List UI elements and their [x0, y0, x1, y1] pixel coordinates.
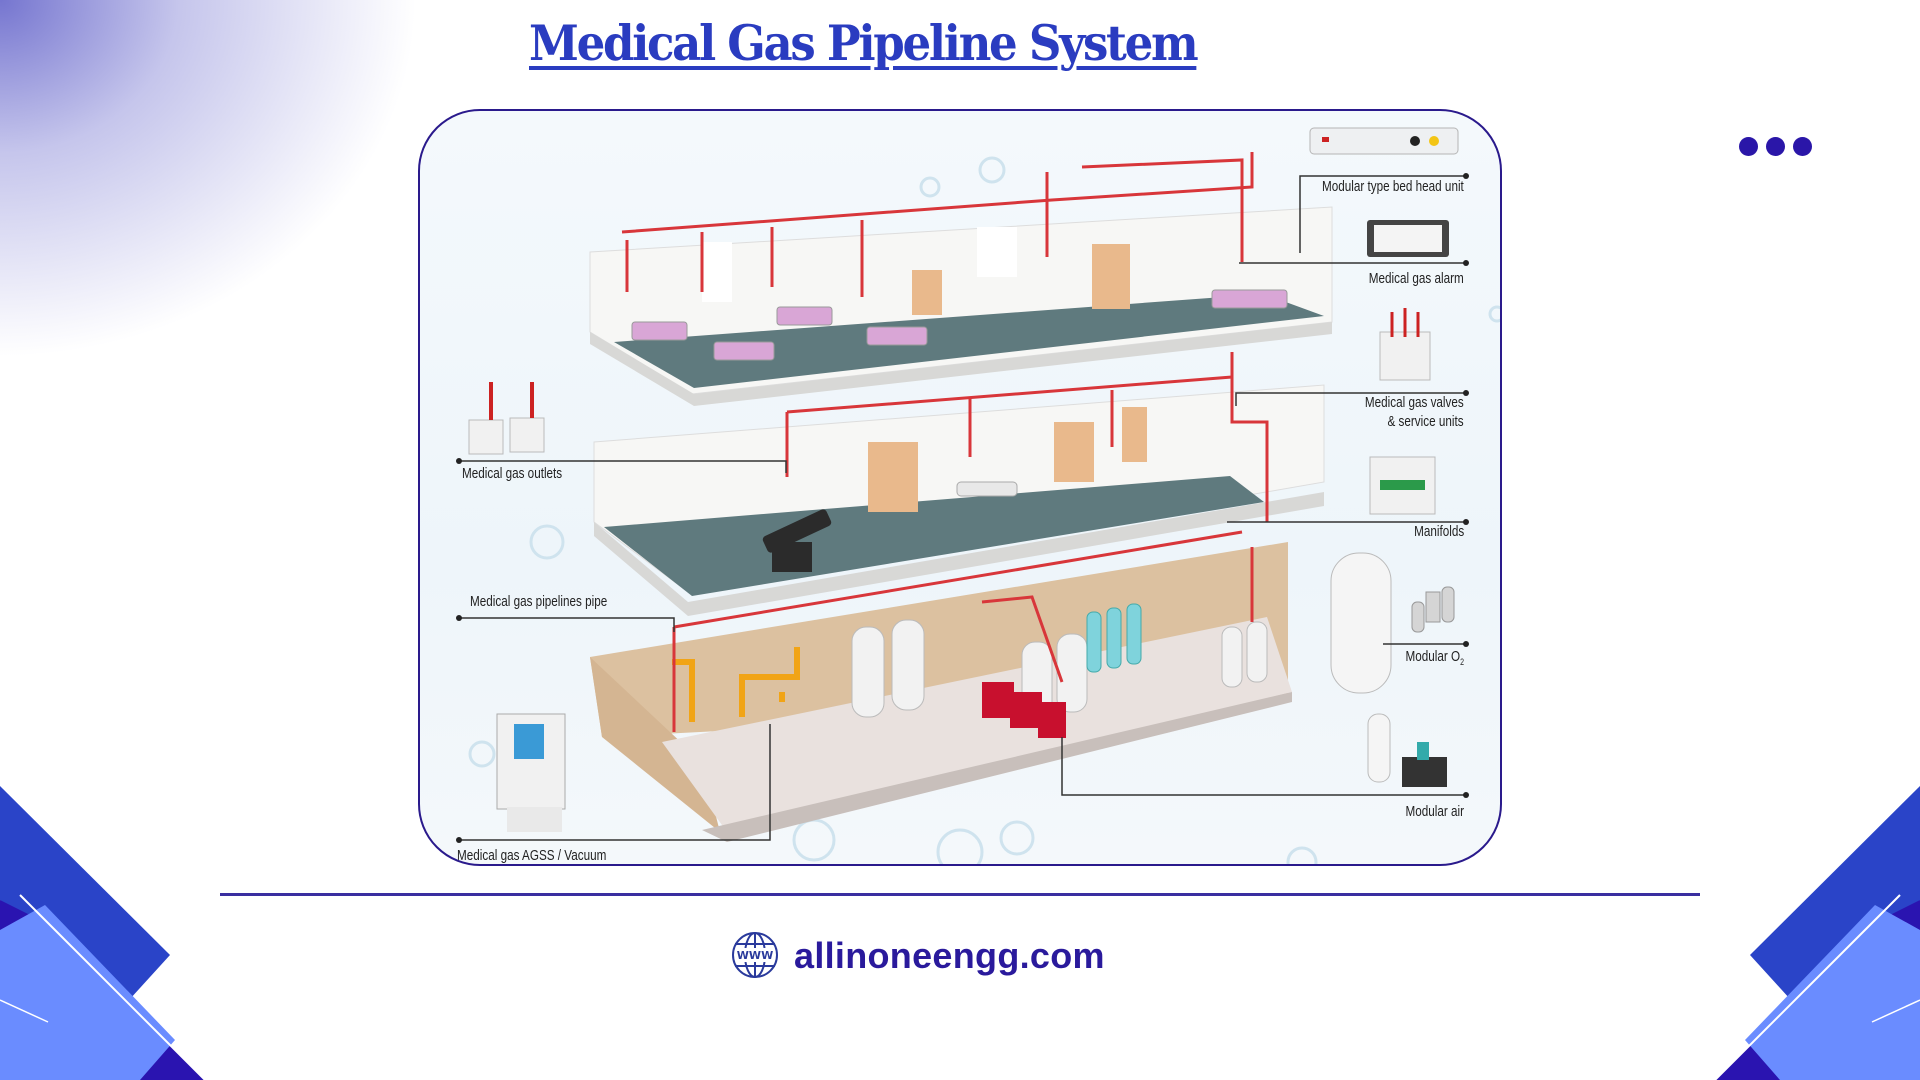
- device-images: [468, 127, 1459, 832]
- label-agss-vacuum: Medical gas AGSS / Vacuum: [457, 847, 607, 864]
- footer-website[interactable]: WWW allinoneengg.com: [730, 930, 1105, 982]
- label-gas-alarm: Medical gas alarm: [1369, 270, 1464, 287]
- o2-module-image: [1411, 586, 1455, 633]
- label-manifolds: Manifolds: [1413, 523, 1464, 540]
- more-options-button[interactable]: [1739, 137, 1812, 156]
- corner-gradient: [0, 0, 420, 360]
- air-module-image: [1367, 713, 1447, 787]
- label-modular-air: Modular air: [1405, 803, 1464, 820]
- outlets-image: [468, 382, 545, 455]
- globe-www-text: WWW: [737, 949, 773, 962]
- label-valves-line1: Medical gas valves: [1365, 394, 1464, 411]
- bed-head-unit-image: [1309, 127, 1459, 155]
- bottom-left-decoration: [0, 786, 206, 1080]
- leader-lines: [459, 175, 1466, 841]
- dot-icon: [1793, 137, 1812, 156]
- diagram-frame: Modular type bed head unit Medical gas a…: [418, 109, 1502, 866]
- bubbles: [468, 156, 1500, 864]
- middle-floor: [593, 384, 1325, 616]
- oxygen-tank: [1330, 552, 1392, 694]
- agss-image: [496, 713, 566, 832]
- dot-icon: [1766, 137, 1785, 156]
- divider-line: [220, 893, 1700, 896]
- label-o2-text: Modular O: [1405, 648, 1461, 665]
- label-bed-head-unit: Modular type bed head unit: [1322, 178, 1464, 195]
- gas-pipes: [621, 152, 1269, 732]
- label-pipelines-pipe: Medical gas pipelines pipe: [470, 593, 608, 610]
- dot-icon: [1739, 137, 1758, 156]
- page-title: Medical Gas Pipeline System: [529, 14, 1199, 72]
- basement: [590, 542, 1392, 842]
- label-valves-line2: & service units: [1387, 413, 1464, 430]
- website-link[interactable]: allinoneengg.com: [794, 935, 1105, 976]
- label-o2-subscript: 2: [1460, 657, 1464, 667]
- label-gas-outlets: Medical gas outlets: [462, 465, 563, 482]
- valves-image: [1379, 331, 1431, 381]
- bottom-right-decoration: [1714, 786, 1920, 1080]
- leader-dots: [456, 173, 1469, 843]
- globe-www-icon: WWW: [732, 932, 778, 978]
- pipeline-illustration: [456, 127, 1500, 864]
- top-floor: [589, 206, 1333, 406]
- label-modular-o2: Modular O2: [1405, 648, 1464, 671]
